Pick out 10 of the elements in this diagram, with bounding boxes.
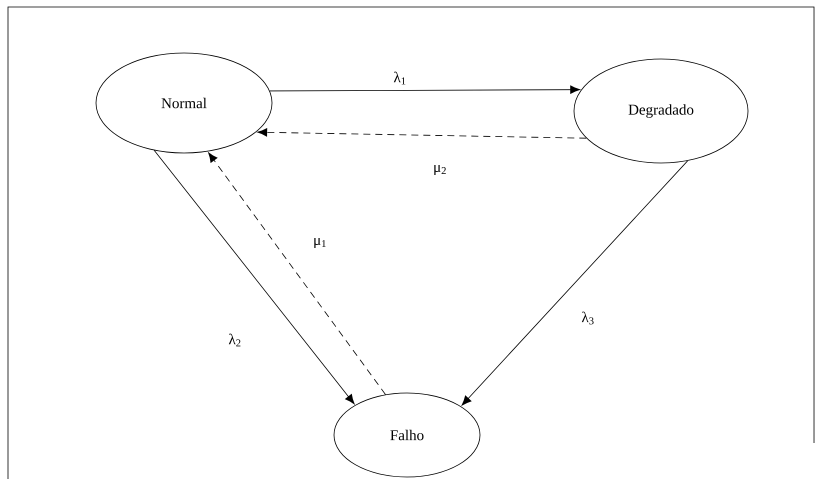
arrow: [269, 86, 580, 94]
arrow: [208, 152, 386, 395]
arrow: [154, 150, 355, 404]
edge-label: μ$_{1}$: [314, 238, 326, 248]
edge-label: λ$_{1}$: [394, 72, 406, 84]
arrow: [462, 160, 688, 406]
edge-label: λ$_{2}$: [228, 334, 240, 346]
edge-label: λ$_{3}$: [582, 312, 594, 324]
arrow: [257, 128, 587, 139]
edge-label: μ$_{2}$: [434, 164, 446, 176]
